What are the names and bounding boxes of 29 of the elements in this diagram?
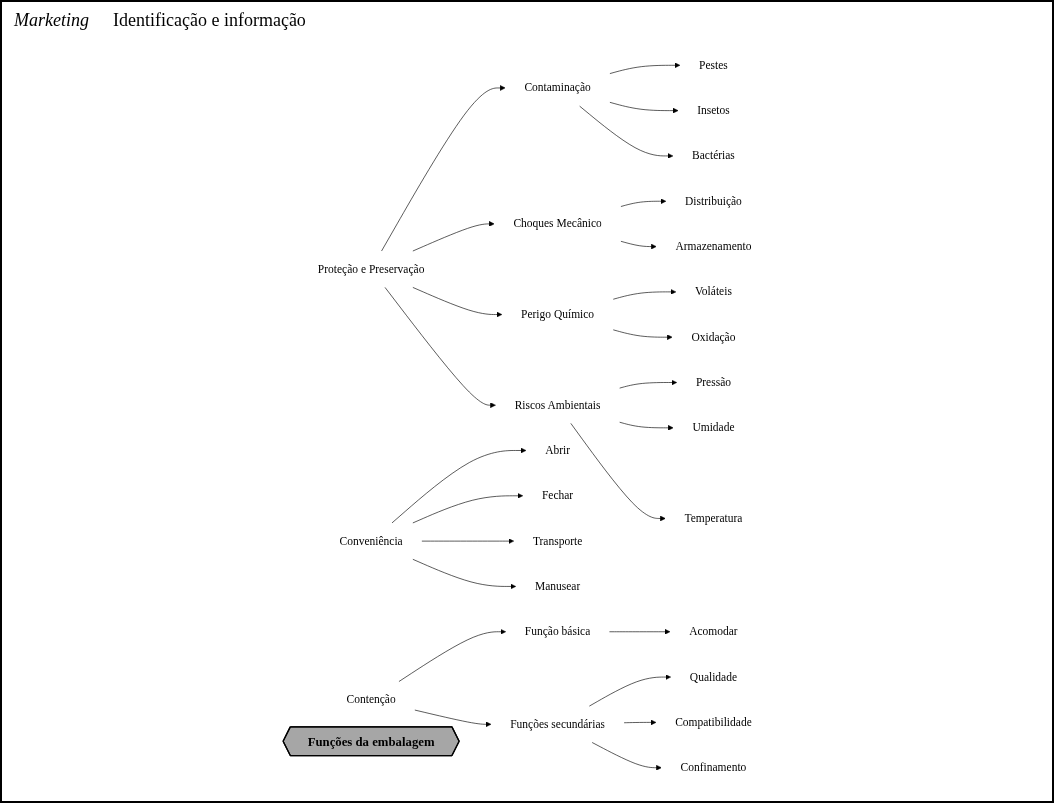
node-text: Insetos — [697, 103, 730, 117]
node-text: Funções secundárias — [510, 717, 605, 731]
node-text: Oxidação — [691, 330, 736, 344]
node-text: Proteção e Preservação — [317, 262, 425, 276]
node-text: Pressão — [695, 375, 732, 389]
node-text: Fechar — [541, 489, 574, 502]
node-text: Acomodar — [689, 625, 738, 638]
node-text: Umidade — [692, 421, 735, 434]
text-label: Identificação e informação — [113, 10, 306, 31]
node-text: Bactérias — [692, 149, 735, 162]
node-text: Pestes — [699, 58, 728, 72]
node-text: Distribuição — [685, 194, 742, 208]
node-text: Riscos Ambientais — [514, 398, 601, 412]
node-text: Função básica — [524, 625, 591, 638]
node-text: Manusear — [534, 579, 581, 593]
node-text: Contaminação — [524, 81, 591, 95]
node-text: Conveniência — [339, 534, 403, 548]
node-text: Abrir — [545, 443, 571, 457]
node-text: Compatibilidade — [675, 715, 752, 729]
node-text: Armazenamento — [675, 239, 752, 253]
node-text: Qualidade — [689, 670, 738, 684]
node-text: Transporte — [532, 534, 583, 548]
node-text: Choques Mecânico — [513, 217, 602, 230]
node-text: Temperatura — [684, 511, 743, 525]
node-text: Perigo Químico — [521, 307, 595, 321]
node-text: Voláteis — [695, 285, 732, 298]
node-text: Confinamento — [680, 761, 747, 774]
node-text: Contenção — [346, 693, 396, 706]
text-label: Marketing — [14, 10, 89, 31]
